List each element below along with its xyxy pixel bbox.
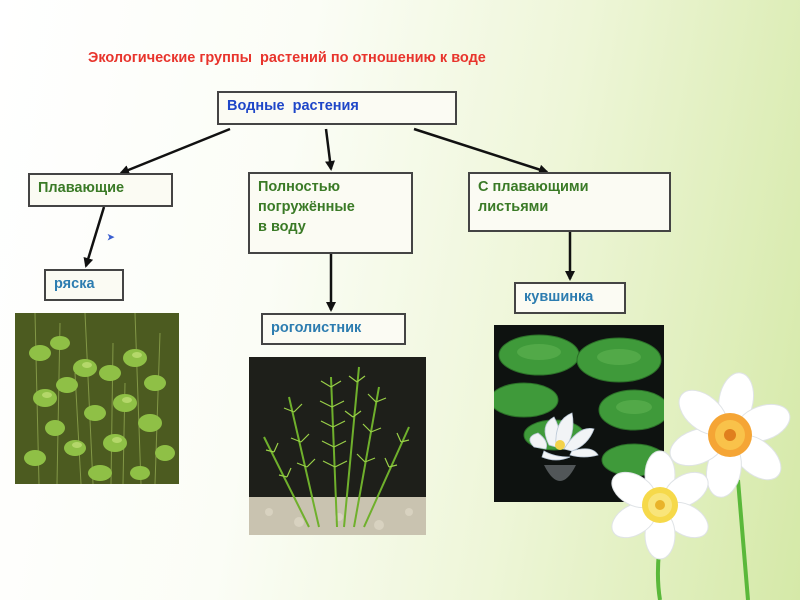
group-label-floating-leaves-line-2: листьями [478, 199, 549, 215]
arrow-floating-to-duckweed [83, 206, 106, 268]
example-box-water-lily: кувшинка [514, 282, 626, 314]
root-box-aquatic-plants: Водные растения [217, 91, 457, 125]
example-box-duckweed: ряска [44, 269, 124, 301]
hornwort-photo [249, 357, 426, 535]
group-label-submerged-line-1: Полностью [258, 179, 341, 195]
arrow-root-to-floating [119, 127, 231, 175]
group-label-submerged-line-3: в воду [258, 219, 306, 235]
arrow-root-to-submerged [324, 128, 335, 171]
group-label-floating: Плавающие [38, 180, 125, 196]
example-label-water-lily: кувшинка [524, 289, 594, 305]
slide-title: Экологические группы растений по отношен… [88, 50, 486, 66]
example-box-hornwort: роголистник [261, 313, 406, 345]
water-lily-photo [494, 325, 664, 502]
duckweed-photo [15, 313, 179, 484]
narcissus-flower-small-icon [611, 450, 709, 560]
root-label: Водные растения [227, 98, 359, 114]
narcissus-flowers-decoration [611, 372, 791, 600]
arrow-root-to-floating-leaves [413, 127, 549, 175]
group-label-floating-leaves-line-1: С плавающими [478, 179, 589, 195]
narcissus-flower-large-icon [669, 372, 791, 498]
group-box-floating: Плавающие [28, 173, 173, 207]
tiny-arrow-mark: ➤ [107, 232, 115, 242]
group-box-floating-leaves: С плавающими листьями [468, 172, 671, 232]
group-label-submerged-line-2: погружённые [258, 199, 355, 215]
example-label-duckweed: ряска [54, 276, 95, 292]
group-box-submerged: Полностью погружённые в воду [248, 172, 413, 254]
example-label-hornwort: роголистник [271, 320, 362, 336]
